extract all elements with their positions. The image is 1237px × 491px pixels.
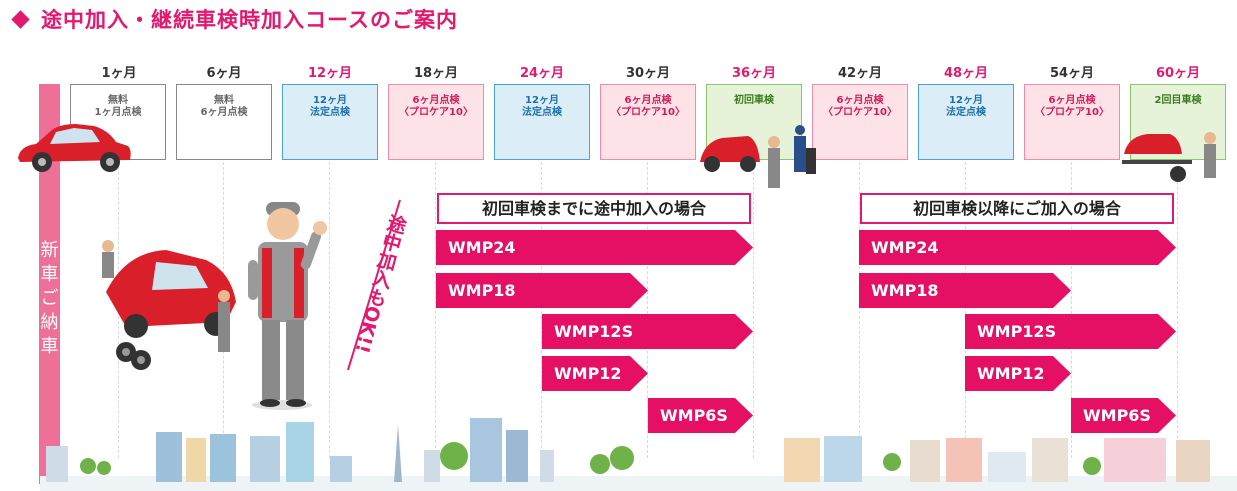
timeline-guide <box>435 162 436 458</box>
month-label-6: 6ヶ月 <box>206 66 242 81</box>
timeline-guide <box>965 162 966 458</box>
okay-slash-line <box>347 199 401 371</box>
inspection-line: 6ヶ月点検 <box>836 95 884 106</box>
sidebar-char: 新 <box>40 240 59 261</box>
inspection-box-18: 6ヶ月点検 〈プロケア10〉 <box>388 84 484 160</box>
plan-arrow-wmp12-right: WMP12 <box>965 356 1071 391</box>
inspection-box-54: 6ヶ月点検 〈プロケア10〉 <box>1024 84 1120 160</box>
sidebar-char: 車 <box>40 336 59 357</box>
right-section-header: 初回車検以降にご加入の場合 <box>860 193 1174 224</box>
inspection-line: 12ヶ月 <box>949 95 983 106</box>
inspection-line: 法定点検 <box>946 107 986 118</box>
inspection-box-30: 6ヶ月点検 〈プロケア10〉 <box>600 84 696 160</box>
inspection-line: 6ヶ月点検 <box>412 95 460 106</box>
new-car-delivery-bar: 新 車 ご 納 車 <box>39 84 60 484</box>
plan-arrow-wmp12s-left: WMP12S <box>542 314 753 349</box>
plan-arrow-wmp12-left: WMP12 <box>542 356 648 391</box>
month-label-54: 54ヶ月 <box>1049 66 1095 81</box>
month-label-30: 30ヶ月 <box>625 66 671 81</box>
timeline-guide <box>647 162 648 458</box>
inspection-line: 6ヶ月点検 <box>624 95 672 106</box>
inspection-box-12: 12ヶ月 法定点検 <box>282 84 378 160</box>
timeline-guide <box>859 162 860 458</box>
inspection-line: 6ヶ月点検 <box>1048 95 1096 106</box>
inspection-line: 2回目車検 <box>1154 95 1202 106</box>
month-label-24: 24ヶ月 <box>519 66 565 81</box>
inspection-box-6: 無料 6ヶ月点検 <box>176 84 272 160</box>
timeline-guide <box>1071 162 1072 458</box>
diamond-icon <box>11 9 30 29</box>
month-label-36: 36ヶ月 <box>731 66 777 81</box>
plan-arrow-wmp24-right: WMP24 <box>859 230 1176 265</box>
month-label-18: 18ヶ月 <box>413 66 459 81</box>
inspection-line: 12ヶ月 <box>313 95 347 106</box>
inspection-line: 〈プロケア10〉 <box>823 107 897 118</box>
inspection-box-48: 12ヶ月 法定点検 <box>918 84 1014 160</box>
inspection-line: 無料 <box>108 95 128 106</box>
month-label-12: 12ヶ月 <box>307 66 353 81</box>
page-title: 途中加入・継続車検時加入コースのご案内 <box>8 4 458 34</box>
first-inspection-illustration <box>700 125 816 188</box>
inspection-line: 〈プロケア10〉 <box>399 107 473 118</box>
okay-text: 途中加入もOK!! <box>350 210 409 355</box>
red-car-illustration <box>18 124 131 172</box>
sidebar-char: 納 <box>40 312 59 333</box>
cityscape-illustration <box>46 418 1210 482</box>
month-label-1: 1ヶ月 <box>101 66 137 81</box>
inspection-line: 〈プロケア10〉 <box>1035 107 1109 118</box>
left-section-header: 初回車検までに途中加入の場合 <box>437 193 751 224</box>
inspection-box-24: 12ヶ月 法定点検 <box>494 84 590 160</box>
timeline-guide <box>541 162 542 458</box>
sidebar-char: ご <box>40 288 59 309</box>
plan-arrow-wmp6s-right: WMP6S <box>1071 398 1176 433</box>
plan-arrow-wmp6s-left: WMP6S <box>648 398 753 433</box>
inspection-line: 6ヶ月点検 <box>200 107 248 118</box>
inspection-box-42: 6ヶ月点検 〈プロケア10〉 <box>812 84 908 160</box>
month-label-60: 60ヶ月 <box>1155 66 1201 81</box>
month-label-42: 42ヶ月 <box>837 66 883 81</box>
inspection-line: 無料 <box>214 95 234 106</box>
inspection-line: 初回車検 <box>734 95 774 106</box>
inspection-line: 〈プロケア10〉 <box>611 107 685 118</box>
plan-arrow-wmp24-left: WMP24 <box>436 230 753 265</box>
inspection-line: 法定点検 <box>522 107 562 118</box>
car-maintenance-illustration <box>102 240 236 370</box>
new-car-delivery-label: 新 車 ご 納 車 <box>39 239 60 359</box>
page-title-text: 途中加入・継続車検時加入コースのご案内 <box>41 8 458 32</box>
plan-arrow-wmp18-right: WMP18 <box>859 273 1071 308</box>
plan-arrow-wmp18-left: WMP18 <box>436 273 648 308</box>
mechanic-illustration <box>248 202 327 410</box>
sidebar-char: 車 <box>40 264 59 285</box>
inspection-line: 法定点検 <box>310 107 350 118</box>
plan-arrow-wmp12s-right: WMP12S <box>965 314 1176 349</box>
month-label-48: 48ヶ月 <box>943 66 989 81</box>
okay-slanted-label: 途中加入もOK!! <box>347 199 410 371</box>
second-inspection-illustration <box>1122 132 1216 182</box>
inspection-line: 1ヶ月点検 <box>94 107 142 118</box>
inspection-line: 12ヶ月 <box>525 95 559 106</box>
timeline-guide <box>753 162 754 458</box>
timeline-guide <box>329 162 330 458</box>
timeline-guide <box>1177 162 1178 458</box>
